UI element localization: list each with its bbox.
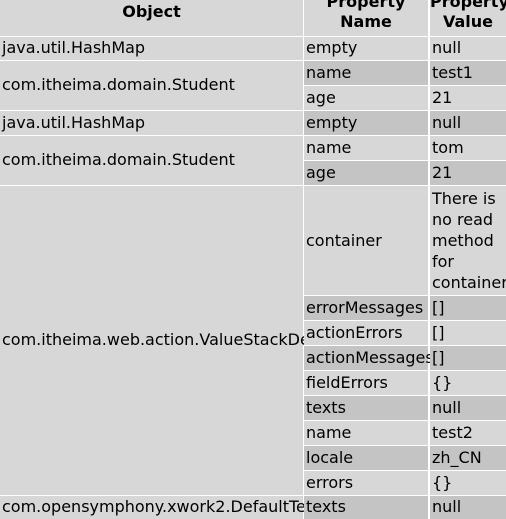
object-cell: com.itheima.web.action.ValueStackDemo <box>0 186 335 495</box>
property-name-cell: name <box>304 61 428 85</box>
property-name-cell: age <box>304 86 428 110</box>
property-name: texts <box>306 497 346 516</box>
object-cell: java.util.HashMap <box>0 37 303 60</box>
object-cell: com.opensymphony.xwork2.DefaultTextProvi… <box>0 496 387 519</box>
object-cell: com.itheima.domain.Student <box>0 136 303 185</box>
property-name-cell: actionMessages <box>304 346 434 370</box>
property-name: empty <box>306 38 358 57</box>
property-value: [] <box>432 348 445 367</box>
property-name: name <box>306 423 352 442</box>
property-value-cell: null <box>430 37 506 60</box>
property-name-cell: errorMessages <box>304 296 428 320</box>
property-name: age <box>306 163 336 182</box>
property-value-cell: There is no read method for container <box>430 186 506 295</box>
property-name-cell: texts <box>304 396 428 420</box>
property-value-cell: {} <box>430 471 506 495</box>
property-name: name <box>306 63 352 82</box>
header-property-name: Property Name <box>326 0 406 31</box>
property-name-cell: empty <box>304 111 428 135</box>
property-value: null <box>432 497 462 516</box>
object-name: com.itheima.domain.Student <box>2 75 235 94</box>
property-name: name <box>306 138 352 157</box>
property-value-cell: [] <box>430 346 506 370</box>
property-name-cell: fieldErrors <box>304 371 428 395</box>
property-value: {} <box>432 373 453 392</box>
header-bg-object <box>0 0 303 36</box>
property-name: container <box>306 231 382 250</box>
property-name: fieldErrors <box>306 373 388 392</box>
property-value: null <box>432 113 462 132</box>
property-name: age <box>306 88 336 107</box>
header-bg-property-name <box>304 0 428 36</box>
property-name: empty <box>306 113 358 132</box>
property-name: errorMessages <box>306 298 424 317</box>
property-value: tom <box>432 138 464 157</box>
property-value-cell: null <box>430 396 506 420</box>
property-value: test2 <box>432 423 473 442</box>
property-name-cell: texts <box>304 496 428 519</box>
property-value-cell: {} <box>430 371 506 395</box>
object-name: java.util.HashMap <box>2 113 146 132</box>
header-property-value: Property Value <box>430 0 506 31</box>
property-value-cell: test1 <box>430 61 506 85</box>
object-cell: java.util.HashMap <box>0 111 303 135</box>
object-name: com.opensymphony.xwork2.DefaultTextProvi… <box>2 497 388 516</box>
property-value-cell: [] <box>430 321 506 345</box>
property-value-cell: 21 <box>430 161 506 185</box>
property-value-cell: 21 <box>430 86 506 110</box>
property-value: zh_CN <box>432 448 482 467</box>
property-value: null <box>432 38 462 57</box>
property-value-cell: tom <box>430 136 506 160</box>
property-value-cell: [] <box>430 296 506 320</box>
property-value-cell: null <box>430 111 506 135</box>
property-value: [] <box>432 323 445 342</box>
property-name-cell: actionErrors <box>304 321 428 345</box>
property-value: There is no read method for container <box>432 189 506 292</box>
property-name-cell: errors <box>304 471 428 495</box>
object-cell: com.itheima.domain.Student <box>0 61 303 110</box>
property-name: locale <box>306 448 354 467</box>
object-name: com.itheima.domain.Student <box>2 150 235 169</box>
property-value-cell: zh_CN <box>430 446 506 470</box>
property-value-cell: null <box>430 496 506 519</box>
property-name-cell: age <box>304 161 428 185</box>
property-name-cell: name <box>304 136 428 160</box>
property-name-cell: empty <box>304 37 428 60</box>
property-value: 21 <box>432 88 453 107</box>
property-value: [] <box>432 298 445 317</box>
property-value-cell: test2 <box>430 421 506 445</box>
property-value: {} <box>432 473 453 492</box>
header-bg-property-value <box>430 0 506 36</box>
property-name-cell: name <box>304 421 428 445</box>
property-name: errors <box>306 473 354 492</box>
object-name: java.util.HashMap <box>2 38 146 57</box>
property-name: texts <box>306 398 346 417</box>
property-value: test1 <box>432 63 473 82</box>
property-value: null <box>432 398 462 417</box>
header-object: Object <box>122 2 181 21</box>
property-name-cell: locale <box>304 446 428 470</box>
property-value: 21 <box>432 163 453 182</box>
object-name: com.itheima.web.action.ValueStackDemo <box>2 330 336 349</box>
property-name: actionErrors <box>306 323 403 342</box>
property-name-cell: container <box>304 186 428 295</box>
property-name: actionMessages <box>306 348 434 367</box>
